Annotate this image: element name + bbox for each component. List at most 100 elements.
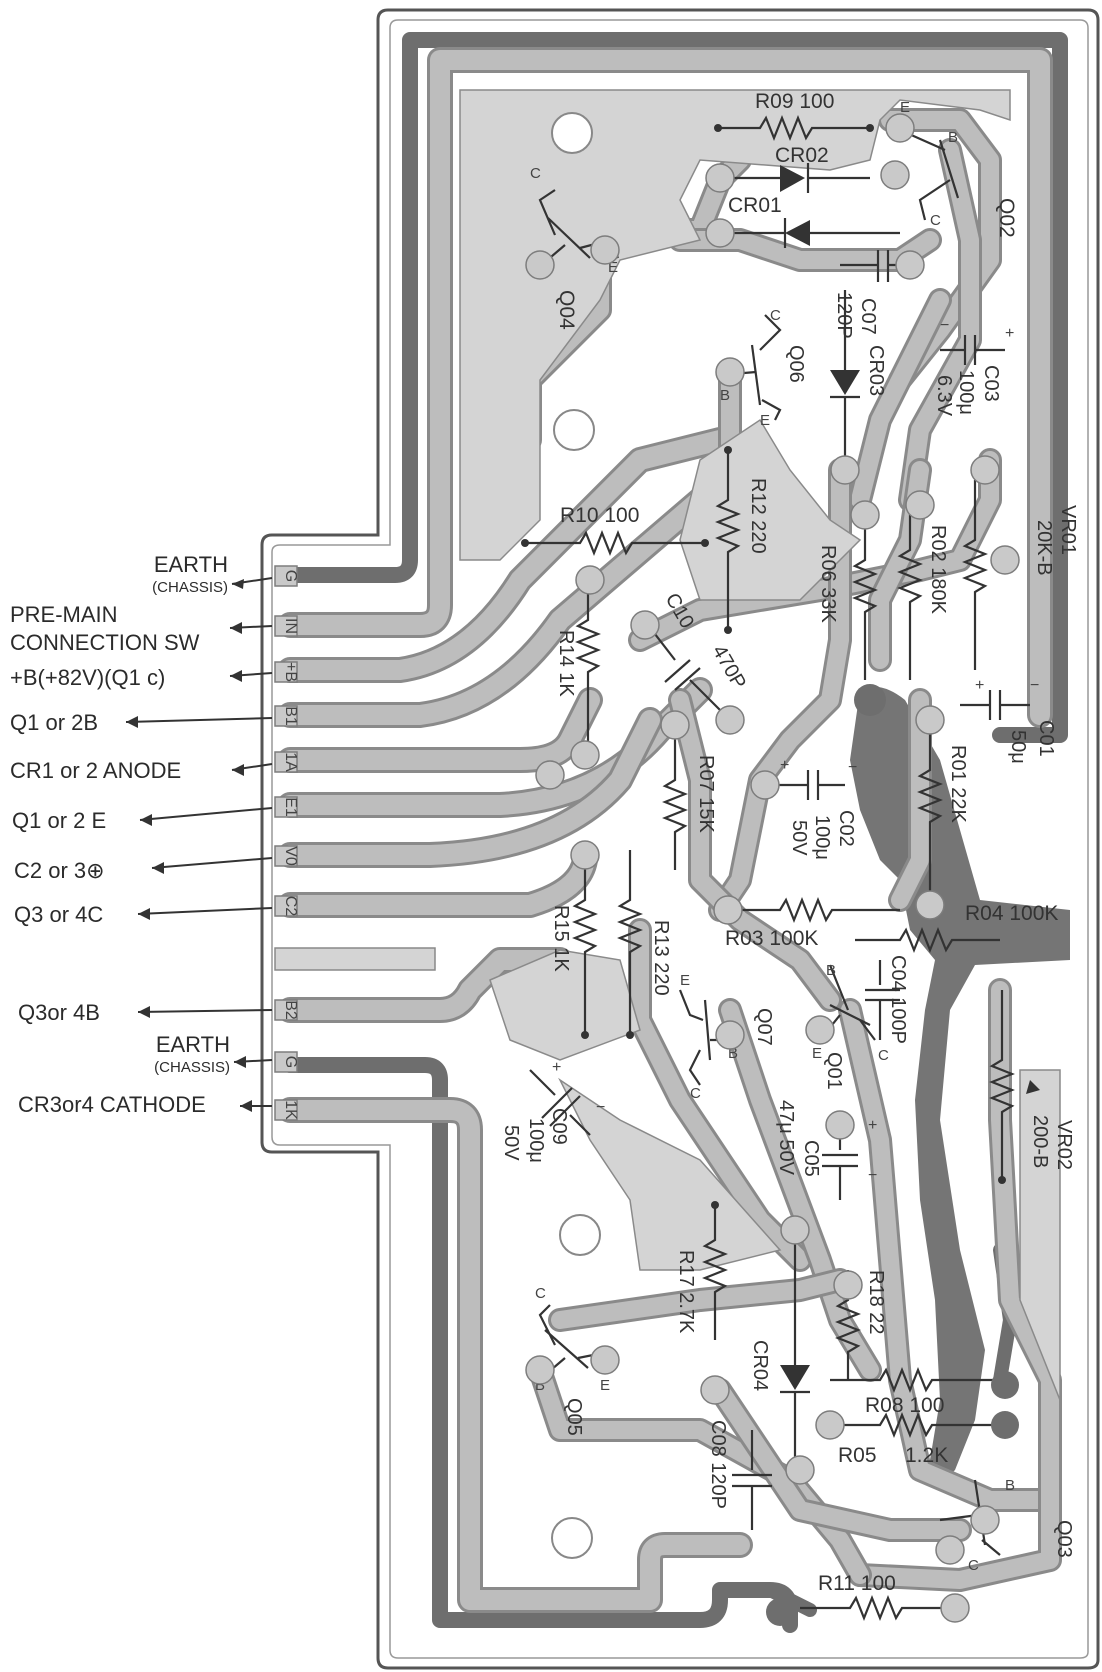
svg-text:−: − [848,759,857,776]
label-c03-value: 100μ [955,370,977,415]
terminal-pin-plusb: +B [282,662,299,682]
svg-text:−: − [940,317,949,334]
resistor-r09 [718,115,870,141]
resistor-r14 [575,580,601,750]
terminal-pin-1k: 1K [282,1100,299,1120]
resistor-r18 [835,1270,861,1380]
label-c04: C04 100P [887,955,909,1044]
svg-text:E: E [812,1045,822,1062]
label-cr01: CR01 [728,194,782,217]
arrowhead-cr3-cathode [240,1100,252,1112]
arrowhead-q3-or-4b [138,1006,150,1018]
terminal-pin-g2: G [282,1056,299,1068]
resistor-r17 [702,1205,728,1340]
terminal-pin-codes: G IN +B B1 1A E1 V0 C2 B2 G 1K [282,570,299,1120]
label-connection-sw: CONNECTION SW [10,630,200,655]
pin-letters: C B E B E C C B E + − + − + − E B C B E … [530,99,1039,1574]
label-c05-value: 47μ 50V [775,1100,797,1176]
svg-text:B: B [826,962,836,979]
terminal-pin-in: IN [282,618,299,634]
label-c07-value: 120P [833,292,855,339]
label-cr02: CR02 [775,144,829,167]
terminal-pin-g1: G [282,570,299,582]
diode-cr03 [830,370,860,395]
resistor-r06 [852,515,878,680]
terminal-pin-v0: V0 [282,846,299,866]
label-c01-value: 50μ [1007,730,1029,764]
solder-pads [525,113,1020,1626]
transistor-q04 [547,217,591,259]
arrow-q1-or-2b [125,717,273,723]
arrow-q3-or-4b [137,1009,273,1013]
svg-text:C: C [930,212,941,229]
svg-text:B: B [720,387,730,404]
resistor-r10 [525,530,705,556]
label-q05: Q05 [563,1398,585,1436]
svg-text:−: − [596,1099,605,1116]
label-c03-voltage: 6.3V [933,375,955,417]
arrowhead-plus-b [230,670,242,682]
terminal-pin-b2: B2 [282,1000,299,1020]
arrowhead-earth-1 [232,579,244,589]
svg-text:−: − [868,1167,877,1184]
resistor-r02 [897,500,923,680]
transistor-q07 [703,999,712,1061]
resistor-r15 [572,850,598,1035]
svg-text:E: E [600,1377,610,1394]
resistor-r04 [855,927,1000,953]
mounting-holes [551,112,601,1559]
label-q3-or-4b: Q3or 4B [18,1000,100,1025]
resistor-r08 [830,1367,1010,1393]
resistor-r12 [715,450,741,630]
label-r15: R15 1K [550,905,572,972]
label-r13: R13 220 [650,920,672,996]
label-c02-voltage: 50V [788,820,810,856]
label-cr3-or-4-cathode: CR3or4 CATHODE [18,1092,206,1117]
diode-cr04 [780,1365,810,1390]
label-r09: R09 100 [755,90,834,113]
arrowhead-pre-main [230,622,242,634]
label-r12: R12 220 [747,478,769,554]
label-r05: R05 [838,1444,877,1467]
label-c09-voltage: 50V [500,1125,522,1161]
svg-text:C: C [690,1085,701,1102]
arrow-q1-or-2e [139,807,273,821]
resistor-r11 [800,1595,955,1621]
terminal-strip [274,565,436,1121]
arrowhead-c2-or-3 [152,862,164,874]
svg-text:C: C [968,1557,979,1574]
label-earth-1: EARTH [154,552,228,577]
label-vr02-value: 200-B [1029,1115,1051,1168]
component-symbols [521,115,1040,1621]
transistor-q01 [829,1004,871,1026]
svg-text:E: E [760,412,770,429]
svg-text:B: B [948,129,958,146]
diode-cr01 [785,220,810,246]
transistor-q06 [750,344,762,406]
label-r07: R07 15K [695,755,717,833]
label-r01: R01 22K [947,745,969,823]
label-q3-or-4c: Q3 or 4C [14,902,103,927]
label-r03: R03 100K [725,927,818,950]
copper-pours [459,89,1061,1401]
label-earth-2: EARTH [156,1032,230,1057]
svg-text:E: E [608,259,618,276]
arrowhead-earth-2 [234,1056,246,1068]
label-plus-b: +B(+82V)(Q1 c) [10,665,165,690]
svg-text:C: C [535,1285,546,1302]
label-vr01-value: 20K-B [1033,520,1055,576]
label-r17: R17 2.7K [675,1250,697,1334]
label-q06: Q06 [785,345,807,383]
label-r06: R06 33K [817,545,839,623]
resistor-r03 [728,897,900,923]
arrowhead-q1-or-2e [140,814,152,826]
label-cr1-or-2-anode: CR1 or 2 ANODE [10,758,181,783]
diode-cr02 [780,165,805,192]
label-c08: C08 120P [707,1420,729,1509]
capacitor-c10 [664,659,691,683]
svg-text:E: E [900,99,910,116]
label-r04: R04 100K [965,902,1058,925]
label-c05: C05 [800,1140,822,1177]
label-r08: R08 100 [865,1394,944,1417]
